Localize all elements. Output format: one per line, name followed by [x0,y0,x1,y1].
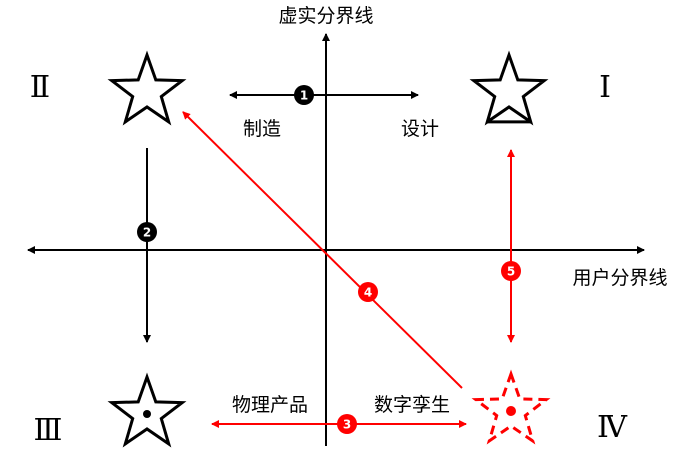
vertical-axis-label: 虚实分界线 [278,5,373,27]
marker-3-label: 3 [343,418,351,432]
marker-2-label: 2 [143,226,151,240]
label-manufacture: 制造 [243,118,281,140]
star-3-dot [143,410,151,418]
horizontal-axis-label: 用户分界线 [572,267,667,289]
quadrant-3-label: Ⅲ [34,413,63,448]
marker-5-label: 5 [507,265,515,279]
marker-3-circle [337,414,357,434]
marker-1-circle [294,85,314,105]
quadrant-4-label: Ⅳ [597,410,628,445]
marker-4-label: 4 [364,286,372,300]
quadrant-1-label: Ⅰ [599,70,611,105]
label-digital-twin: 数字孪生 [374,394,450,416]
marker-1-label: 1 [300,89,308,103]
star-4-dot [506,406,516,416]
arrow-4 [182,111,463,389]
star-icon-quadrant-1 [469,50,549,126]
quadrant-2-label: Ⅱ [30,70,50,105]
marker-5-circle [501,261,521,281]
label-design: 设计 [401,118,439,140]
star-icon-quadrant-3 [107,372,187,448]
marker-4-circle [358,282,378,302]
label-physical-product: 物理产品 [232,394,308,416]
marker-2-circle [137,222,157,242]
star-icon-quadrant-2 [107,50,187,126]
